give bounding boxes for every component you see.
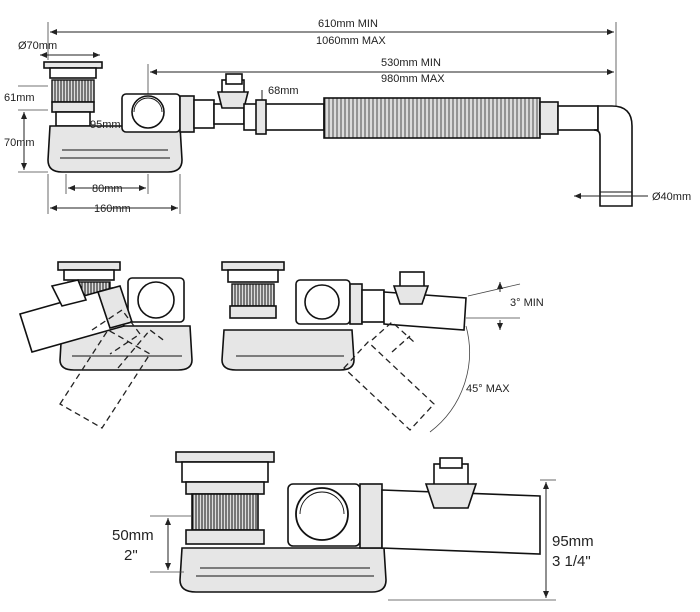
height-61-label: 61mm	[4, 92, 35, 104]
total-length-max-label: 1060mm MAX	[316, 35, 386, 47]
overflow-inlet: 68mm	[216, 73, 299, 110]
trap-body	[47, 125, 183, 173]
body-width-80-label: 80mm	[92, 183, 123, 195]
min-fall-label: 3° MIN	[510, 297, 544, 309]
detail-height-in-label: 2"	[124, 547, 138, 564]
trap-bend	[121, 93, 245, 133]
height-dimensions: 61mm 70mm 95mm	[4, 85, 121, 173]
overall-width-160-label: 160mm	[94, 203, 131, 215]
max-angle-label: 45° MAX	[466, 383, 510, 395]
flexible-corrugated-hose	[323, 97, 541, 139]
outlet-diameter-label: Ø40mm	[652, 191, 691, 203]
inlet-offset-68-label: 68mm	[268, 85, 299, 97]
plug-waste-body	[43, 61, 103, 127]
drain-diameter-label: Ø70mm	[18, 40, 57, 52]
height-70-label: 70mm	[4, 137, 35, 149]
hose-length-max-label: 980mm MAX	[381, 73, 445, 85]
top-elevation-view: 610mm MIN 1060mm MAX 530mm MIN 980mm MAX…	[4, 18, 691, 215]
outlet-bend	[593, 105, 633, 207]
detail-total-mm-label: 95mm	[552, 533, 594, 550]
width-dimensions: 80mm 160mm	[47, 174, 181, 215]
rotation-view-right: 3° MIN 45° MAX	[221, 261, 544, 433]
overall-length-dimension: 610mm MIN 1060mm MAX	[47, 18, 617, 110]
total-length-min-label: 610mm MIN	[318, 18, 378, 30]
detail-height-mm-label: 50mm	[112, 527, 154, 544]
trap-depth-95-label: 95mm	[90, 119, 121, 131]
detail-total-in-label: 3 1/4"	[552, 553, 591, 570]
rotation-view-left	[18, 261, 193, 429]
bottom-detail-view: 50mm 2" 95mm 3 1/4"	[112, 451, 594, 601]
hose-length-dimension: 530mm MIN 980mm MAX	[147, 57, 614, 95]
hose-length-min-label: 530mm MIN	[381, 57, 441, 69]
